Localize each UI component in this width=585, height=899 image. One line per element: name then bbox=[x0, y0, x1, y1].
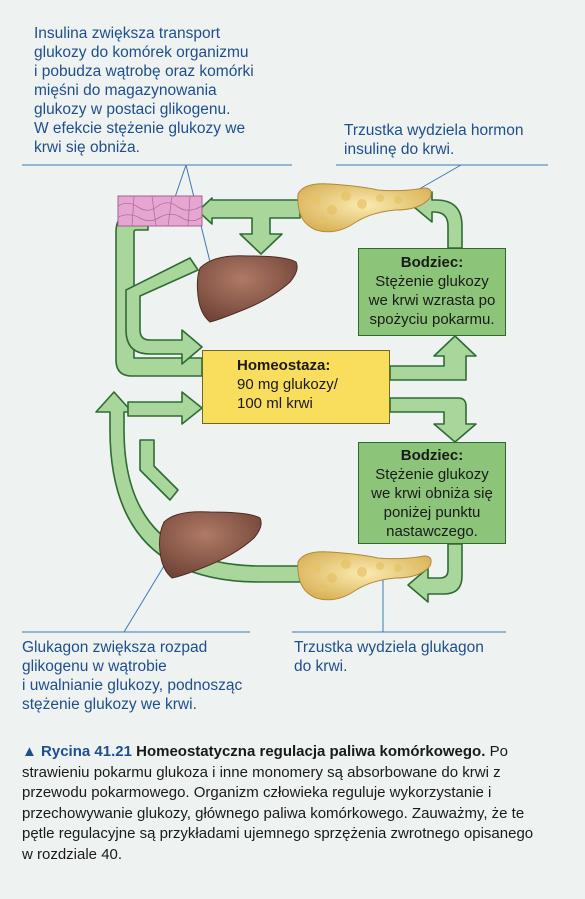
arrow-into-homeostasis-lower bbox=[127, 391, 203, 425]
pointer-to-liver-bottom bbox=[123, 555, 171, 633]
caption-figure-number: Rycina 41.21 bbox=[41, 743, 132, 760]
caption-title: Homeostatyczna regulacja paliwa komórkow… bbox=[136, 743, 486, 760]
stimulus-decrease-text: Stężenie glukozy we krwi obniża się poni… bbox=[371, 466, 493, 540]
homeostasis-text: 90 mg glukozy/ 100 ml krwi bbox=[237, 376, 338, 412]
liver-bottom-illustration bbox=[159, 511, 262, 579]
pancreas-insulin-text: Trzustka wydziela hormon insulinę do krw… bbox=[344, 122, 524, 158]
liver-top-illustration bbox=[196, 255, 298, 323]
stimulus-increase-title: Bodziec: bbox=[400, 254, 464, 271]
body-cells-illustration bbox=[117, 195, 203, 227]
homeostasis-box: Homeostaza: 90 mg glukozy/ 100 ml krwi bbox=[202, 350, 390, 424]
caption-body: Po strawieniu pokarmu glukoza i inne mon… bbox=[22, 743, 534, 863]
glucagon-effect-text: Glukagon zwiększa rozpad glikogenu w wąt… bbox=[22, 639, 243, 713]
arrow-liver-lower-to-loop bbox=[139, 439, 179, 501]
pancreas-bottom-illustration bbox=[297, 551, 432, 601]
stimulus-increase-text: Stężenie glukozy we krwi wzrasta po spoż… bbox=[368, 273, 496, 328]
pancreas-top-illustration bbox=[297, 183, 432, 233]
arrow-homeostasis-to-stimulus-up bbox=[389, 335, 477, 381]
stimulus-decrease-title: Bodziec: bbox=[400, 447, 464, 464]
arrow-homeostasis-to-stimulus-down bbox=[389, 397, 477, 443]
arrow-pancreas-to-targets bbox=[197, 197, 301, 255]
caption-marker: ▲ bbox=[22, 743, 37, 760]
pancreas-glucagon-text: Trzustka wydziela glukagon do krwi. bbox=[294, 639, 484, 675]
insulin-effect-text: Insulina zwiększa transport glukozy do k… bbox=[34, 25, 254, 156]
stimulus-decrease-box: Bodziec: Stężenie glukozy we krwi obniża… bbox=[358, 442, 506, 544]
stimulus-increase-box: Bodziec: Stężenie glukozy we krwi wzrast… bbox=[358, 248, 506, 336]
arrow-liver-to-homeostasis bbox=[125, 257, 203, 365]
homeostasis-title: Homeostaza: bbox=[237, 357, 331, 374]
figure-caption: ▲ Rycina 41.21 Homeostatyczna regulacja … bbox=[22, 742, 542, 865]
arrow-stimulus-to-pancreas-bottom bbox=[407, 543, 463, 603]
arrows bbox=[95, 191, 477, 603]
